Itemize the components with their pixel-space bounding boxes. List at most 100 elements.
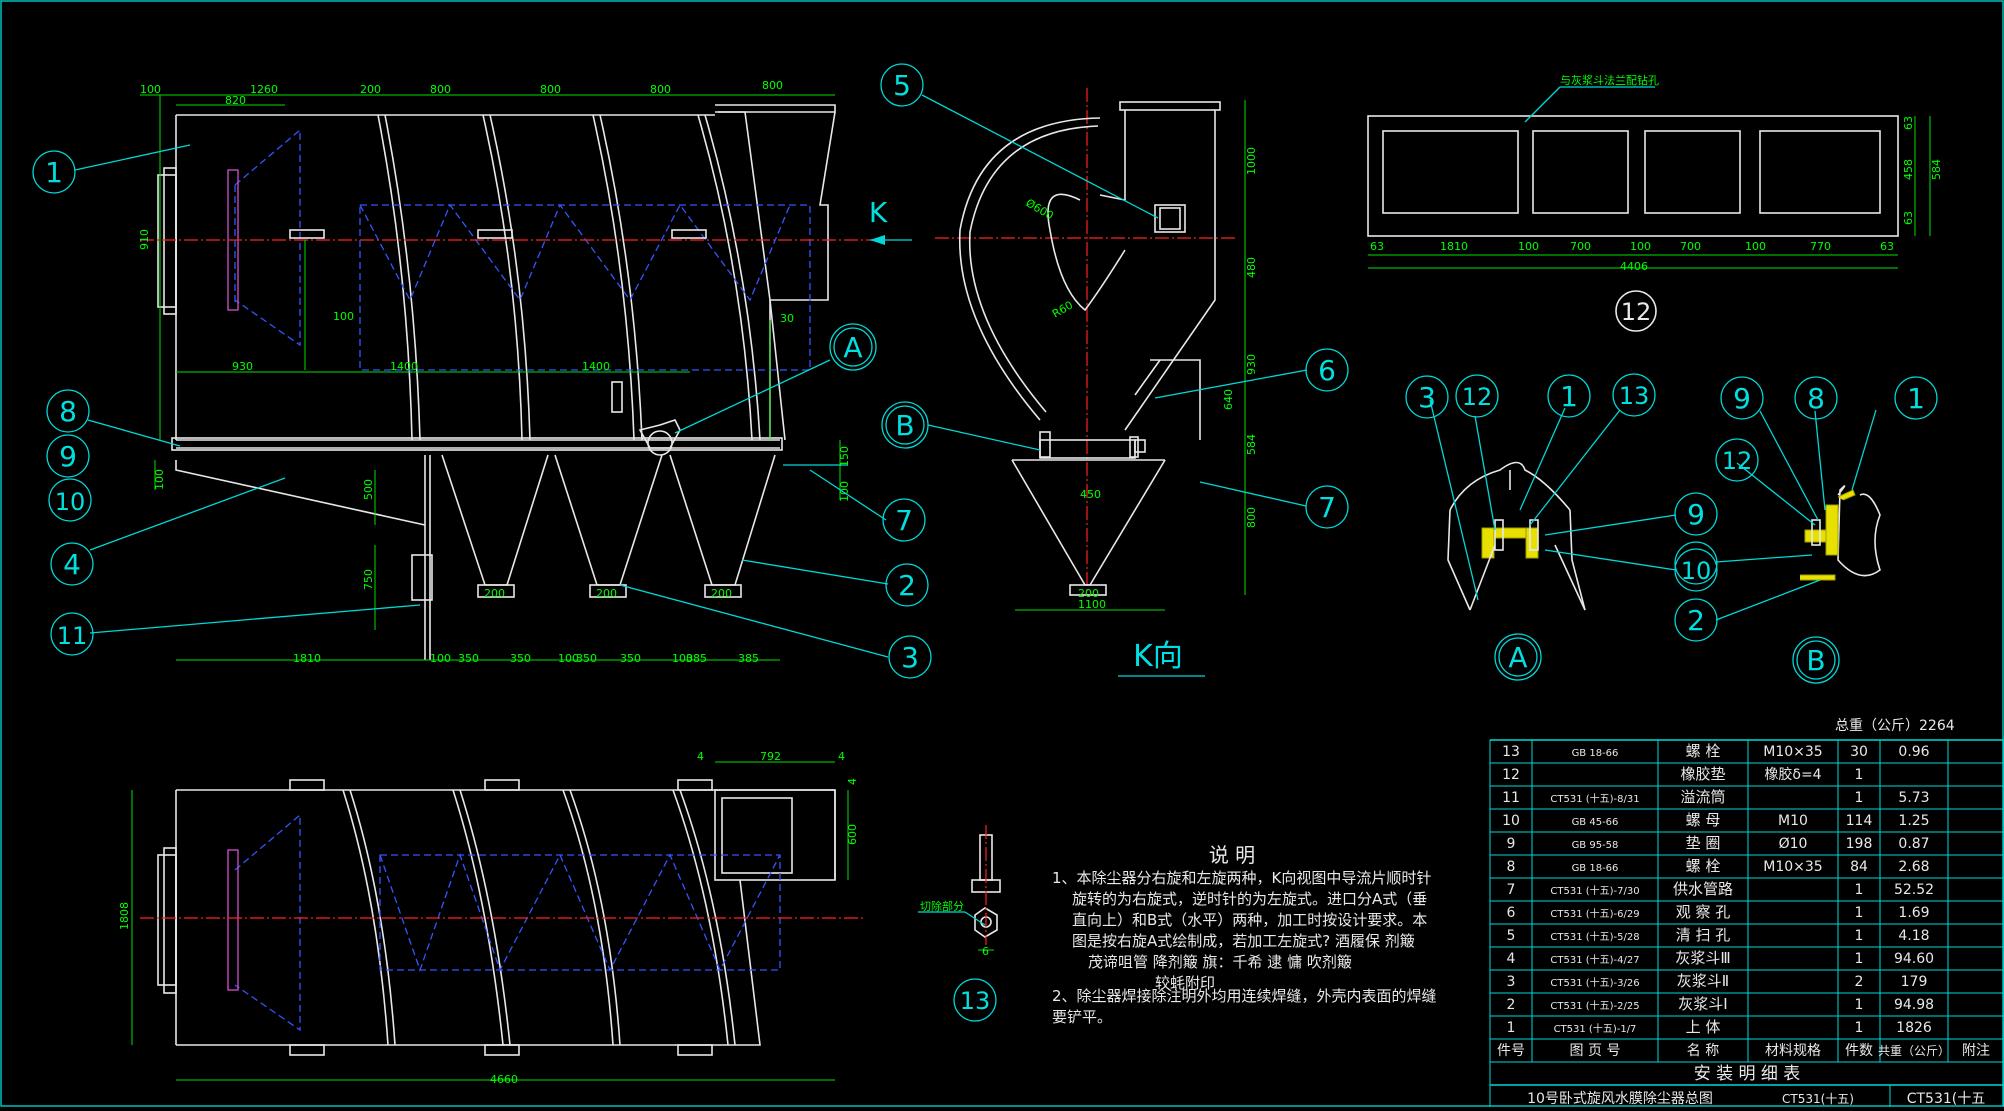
- k-direction-arrow: K: [869, 196, 912, 245]
- dim-top-6: 800: [650, 83, 671, 96]
- k-dim-2: 930: [1245, 354, 1258, 375]
- fl-dim-10: 63: [1902, 116, 1915, 130]
- bom-cell: 13: [1502, 744, 1520, 760]
- bom-cell: 1: [1855, 1020, 1864, 1036]
- balloon-7-label: 7: [895, 504, 913, 537]
- balloon-b1-label: 1: [1907, 382, 1925, 415]
- plan-dim-6: 4660: [490, 1073, 518, 1086]
- k-dim-7: 200: [1078, 587, 1099, 600]
- balloon-11: 11: [50, 612, 94, 656]
- dim-bot-0: 1810: [293, 652, 321, 665]
- bom-cell: M10×35: [1763, 859, 1822, 875]
- dim-top-7: 800: [762, 79, 783, 92]
- bom-cell: 2.68: [1898, 859, 1929, 875]
- notes-line-5: 较蚝附印: [1155, 974, 1215, 992]
- dim-bot-1: 100: [430, 652, 451, 665]
- balloon-5-label: 5: [893, 69, 911, 102]
- front-view: 100 1260 820 200 800 800 800 800 930 140…: [32, 79, 932, 679]
- bom-cell: 52.52: [1894, 882, 1934, 898]
- dim-v-4: 150: [838, 446, 851, 467]
- dim-mid-2: 1400: [582, 360, 610, 373]
- balloon-4-label: 4: [63, 548, 81, 581]
- k-dim-8: 1100: [1078, 598, 1106, 611]
- balloon-a12: 12: [1455, 374, 1499, 418]
- bom-cell: 材料规格: [1765, 1043, 1821, 1059]
- balloon-A-label: A: [843, 331, 862, 364]
- dim-top-2: 820: [225, 94, 246, 107]
- bom-cell: 附注: [1962, 1043, 1990, 1059]
- balloon-10: 10: [48, 478, 92, 522]
- plan-dim-0: 792: [760, 750, 781, 763]
- dim-v-3: 750: [362, 569, 375, 590]
- balloon-3: 3: [888, 635, 932, 679]
- balloon-a10: 10: [1674, 548, 1718, 592]
- balloon-a3-label: 3: [1418, 381, 1436, 414]
- balloon-12: 12: [1615, 290, 1657, 332]
- notes-line-0: 1、本除尘器分右旋和左旋两种，K向视图中导流片顺时针: [1052, 869, 1431, 887]
- bom-cell: 8: [1507, 859, 1516, 875]
- bom-cell: 1: [1507, 1020, 1516, 1036]
- balloon-a3: 3: [1405, 375, 1449, 419]
- bolt-note: 切除部分: [920, 899, 964, 913]
- k-dim-3: 640: [1222, 389, 1235, 410]
- k-dim-6: 450: [1080, 488, 1101, 501]
- k-dim-4: 584: [1245, 434, 1258, 455]
- bom-cell: 3: [1507, 974, 1516, 990]
- notes-line-3: 图是按右旋A式绘制成，若加工左旋式? 酒履保 剂簸: [1072, 932, 1415, 950]
- bom-cell: 供水管路: [1673, 880, 1733, 898]
- bom-cell: 灰浆斗Ⅱ: [1677, 972, 1729, 990]
- bom-cell: 橡胶垫: [1680, 765, 1725, 783]
- balloon-7: 7: [882, 498, 926, 542]
- bom-cell: 30: [1850, 744, 1868, 760]
- dim-top-0: 100: [140, 83, 161, 96]
- balloon-a13: 13: [1612, 373, 1656, 417]
- balloon-b12-label: 12: [1722, 447, 1753, 475]
- balloon-6: 6: [1305, 348, 1349, 392]
- fl-dim-4: 100: [1630, 240, 1651, 253]
- balloon-b2-label: 2: [1687, 604, 1705, 637]
- bom-cell: M10×35: [1763, 744, 1822, 760]
- balloon-b8-label: 8: [1807, 382, 1825, 415]
- k-dim-10: R60: [1050, 299, 1075, 321]
- dim-bot-3: 350: [510, 652, 531, 665]
- dim-mid-3: 100: [333, 310, 354, 323]
- balloon-b9: 9: [1720, 376, 1764, 420]
- bom-cell: 1: [1855, 790, 1864, 806]
- bom-cell: 11: [1502, 790, 1520, 806]
- fl-dim-8: 63: [1880, 240, 1894, 253]
- bom-cell: 1: [1855, 928, 1864, 944]
- fl-dim-6: 100: [1745, 240, 1766, 253]
- dim-top-3: 200: [360, 83, 381, 96]
- bolt-detail: 切除部分 6 13: [918, 825, 1001, 1022]
- bom-cell: 橡胶δ=4: [1764, 766, 1821, 783]
- plan-dim-1: 4: [697, 750, 704, 763]
- bom-cell: 螺 母: [1686, 811, 1721, 829]
- dim-v-5: 100: [838, 481, 851, 502]
- fl-dim-11: 458: [1902, 159, 1915, 180]
- bom-cell: 上 体: [1686, 1018, 1721, 1036]
- bom-cell: GB 45-66: [1572, 817, 1619, 828]
- balloon-A: A: [829, 323, 877, 371]
- bom-cell: 10: [1502, 813, 1520, 829]
- fl-dim-9: 4406: [1620, 260, 1648, 273]
- notes-line-2: 直向上）和B式（水平）两种，加工时按设计要求。本: [1072, 911, 1427, 929]
- dim-mid-0: 930: [232, 360, 253, 373]
- dim-top-5: 800: [540, 83, 561, 96]
- balloon-6-label: 6: [1318, 354, 1336, 387]
- bom-cell: 5.73: [1898, 790, 1929, 806]
- balloon-12-label: 12: [1621, 298, 1652, 326]
- plan-dim-3: 4: [846, 778, 859, 785]
- balloon-b12: 12: [1715, 438, 1759, 482]
- bom-cell: 螺 栓: [1686, 742, 1721, 760]
- bom-cell: 94.60: [1894, 951, 1934, 967]
- bom-cell: 灰浆斗Ⅲ: [1675, 949, 1730, 967]
- bom-cell: CT531 (十五)-1/7: [1554, 1022, 1637, 1035]
- bom-cell: 安 装 明 细 表: [1694, 1064, 1801, 1084]
- balloon-b2: 2: [1674, 598, 1718, 642]
- bom-cell: 灰浆斗Ⅰ: [1678, 995, 1727, 1013]
- dim-bot-4: 100: [558, 652, 579, 665]
- bom-cell: 9: [1507, 836, 1516, 852]
- bom-cell: 0.96: [1898, 744, 1929, 760]
